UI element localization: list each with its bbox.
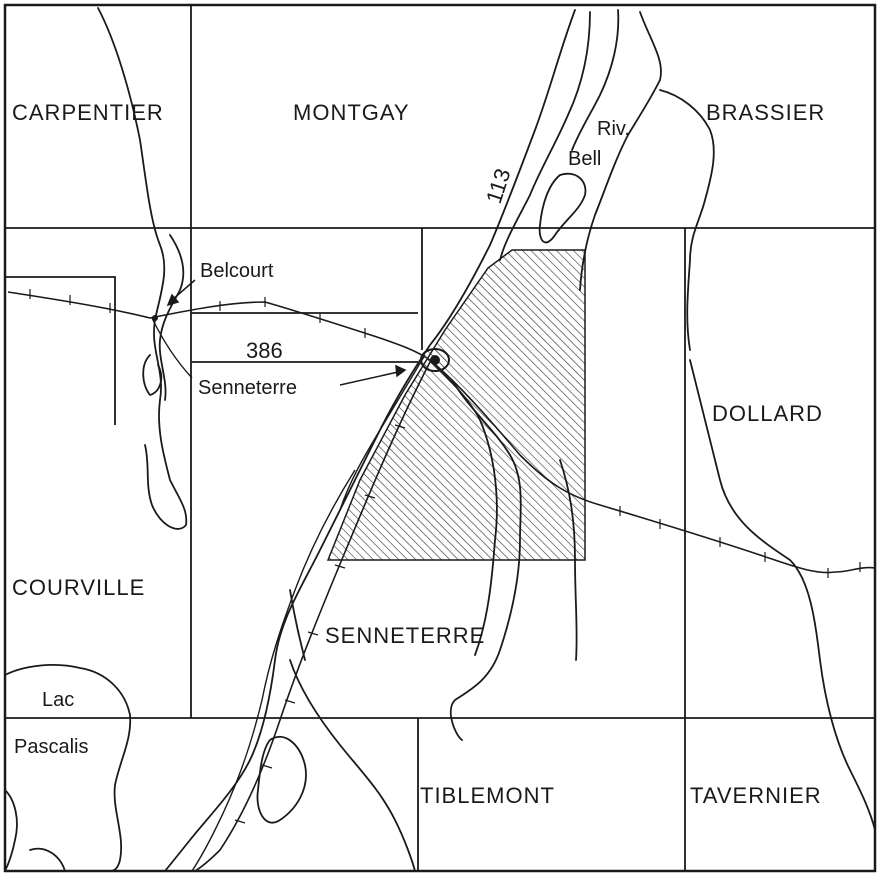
township-label-senneterre: SENNETERRE — [325, 623, 485, 648]
grid-line — [5, 276, 116, 425]
route-label-386: 386 — [246, 338, 283, 363]
township-label-tavernier: TAVERNIER — [690, 783, 822, 808]
roads — [151, 317, 426, 872]
township-label-dollard: DOLLARD — [712, 401, 823, 426]
place-label-lac: Lac — [42, 689, 74, 711]
place-label-pascalis: Pascalis — [14, 736, 88, 758]
leader-arrows — [166, 279, 407, 386]
place-label-senneterre-town: Senneterre — [198, 377, 297, 399]
rivers — [4, 7, 876, 872]
township-label-montgay: MONTGAY — [293, 100, 410, 125]
railway-ticks — [29, 289, 861, 824]
township-grid — [5, 5, 875, 871]
place-label-riv: Riv. — [597, 118, 630, 140]
route-label-113: 113 — [481, 165, 516, 206]
place-label-bell: Bell — [568, 148, 601, 170]
map-frame — [3, 3, 877, 873]
town-dot — [430, 355, 440, 365]
belcourt-dot — [152, 315, 158, 321]
township-label-carpentier: CARPENTIER — [12, 100, 164, 125]
township-label-courville: COURVILLE — [12, 575, 145, 600]
township-label-tiblemont: TIBLEMONT — [420, 783, 555, 808]
place-label-belcourt: Belcourt — [200, 260, 274, 282]
hatched-area — [326, 249, 586, 561]
township-label-brassier: BRASSIER — [706, 100, 825, 125]
